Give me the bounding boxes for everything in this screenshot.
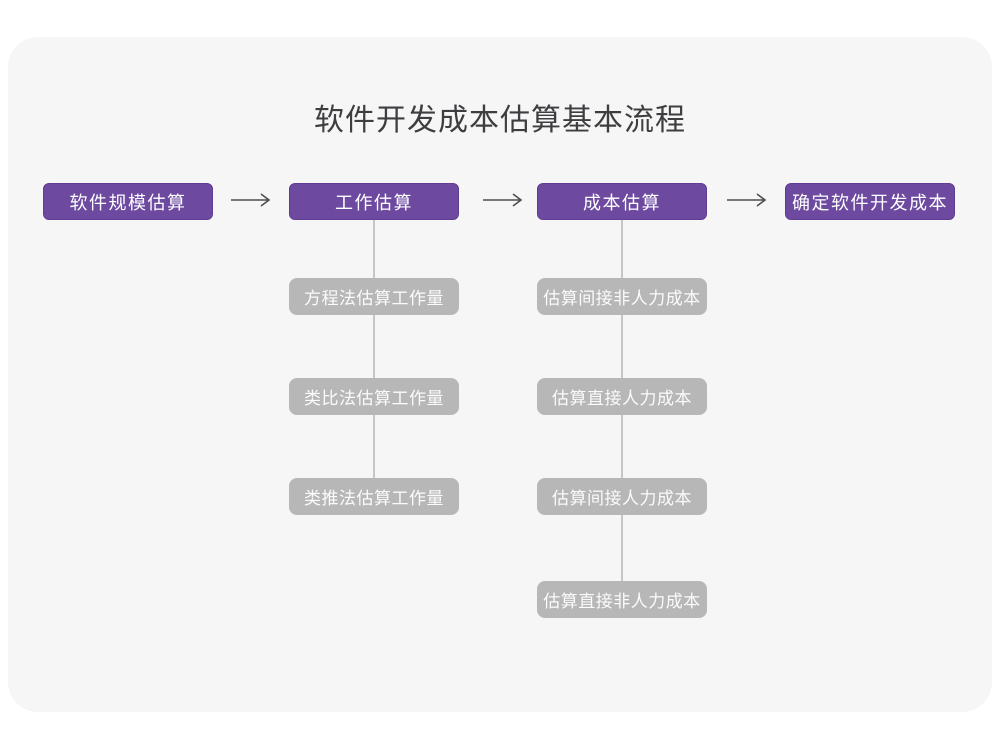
substep-node-direct-nonlabor-cost: 估算直接非人力成本 (537, 581, 707, 618)
arrow-right-icon (727, 193, 767, 207)
diagram-card (8, 37, 992, 712)
diagram-title: 软件开发成本估算基本流程 (314, 104, 686, 137)
substep-node-extrapolation-method: 类推法估算工作量 (289, 478, 459, 515)
connector-line-work-estimation (373, 220, 375, 482)
substep-node-equation-method: 方程法估算工作量 (289, 278, 459, 315)
arrow-right-icon (231, 193, 271, 207)
arrow-right-icon (483, 193, 523, 207)
stage-node-determine-development-cost: 确定软件开发成本 (785, 183, 955, 220)
substep-node-analogy-method: 类比法估算工作量 (289, 378, 459, 415)
substep-node-indirect-labor-cost: 估算间接人力成本 (537, 478, 707, 515)
substep-node-direct-labor-cost: 估算直接人力成本 (537, 378, 707, 415)
stage-node-software-scale-estimation: 软件规模估算 (43, 183, 213, 220)
stage-node-work-estimation: 工作估算 (289, 183, 459, 220)
substep-node-indirect-nonlabor-cost: 估算间接非人力成本 (537, 278, 707, 315)
stage-node-cost-estimation: 成本估算 (537, 183, 707, 220)
